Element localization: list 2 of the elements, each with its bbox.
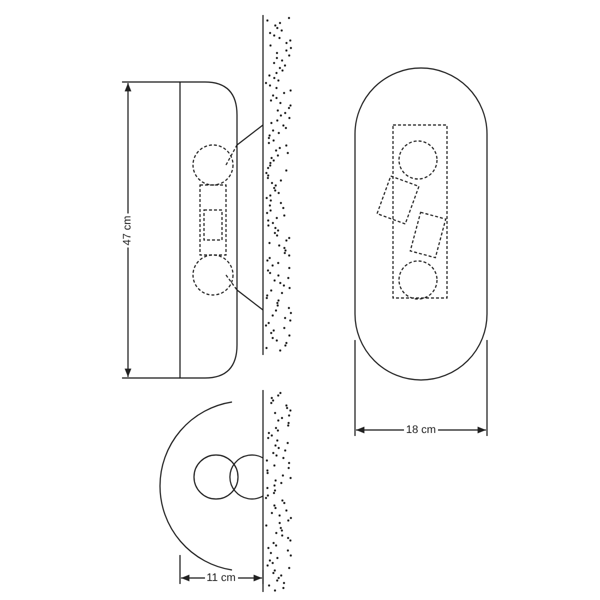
- dimension-label: 11 cm: [204, 572, 238, 584]
- dimension-label: 18 cm: [404, 424, 438, 436]
